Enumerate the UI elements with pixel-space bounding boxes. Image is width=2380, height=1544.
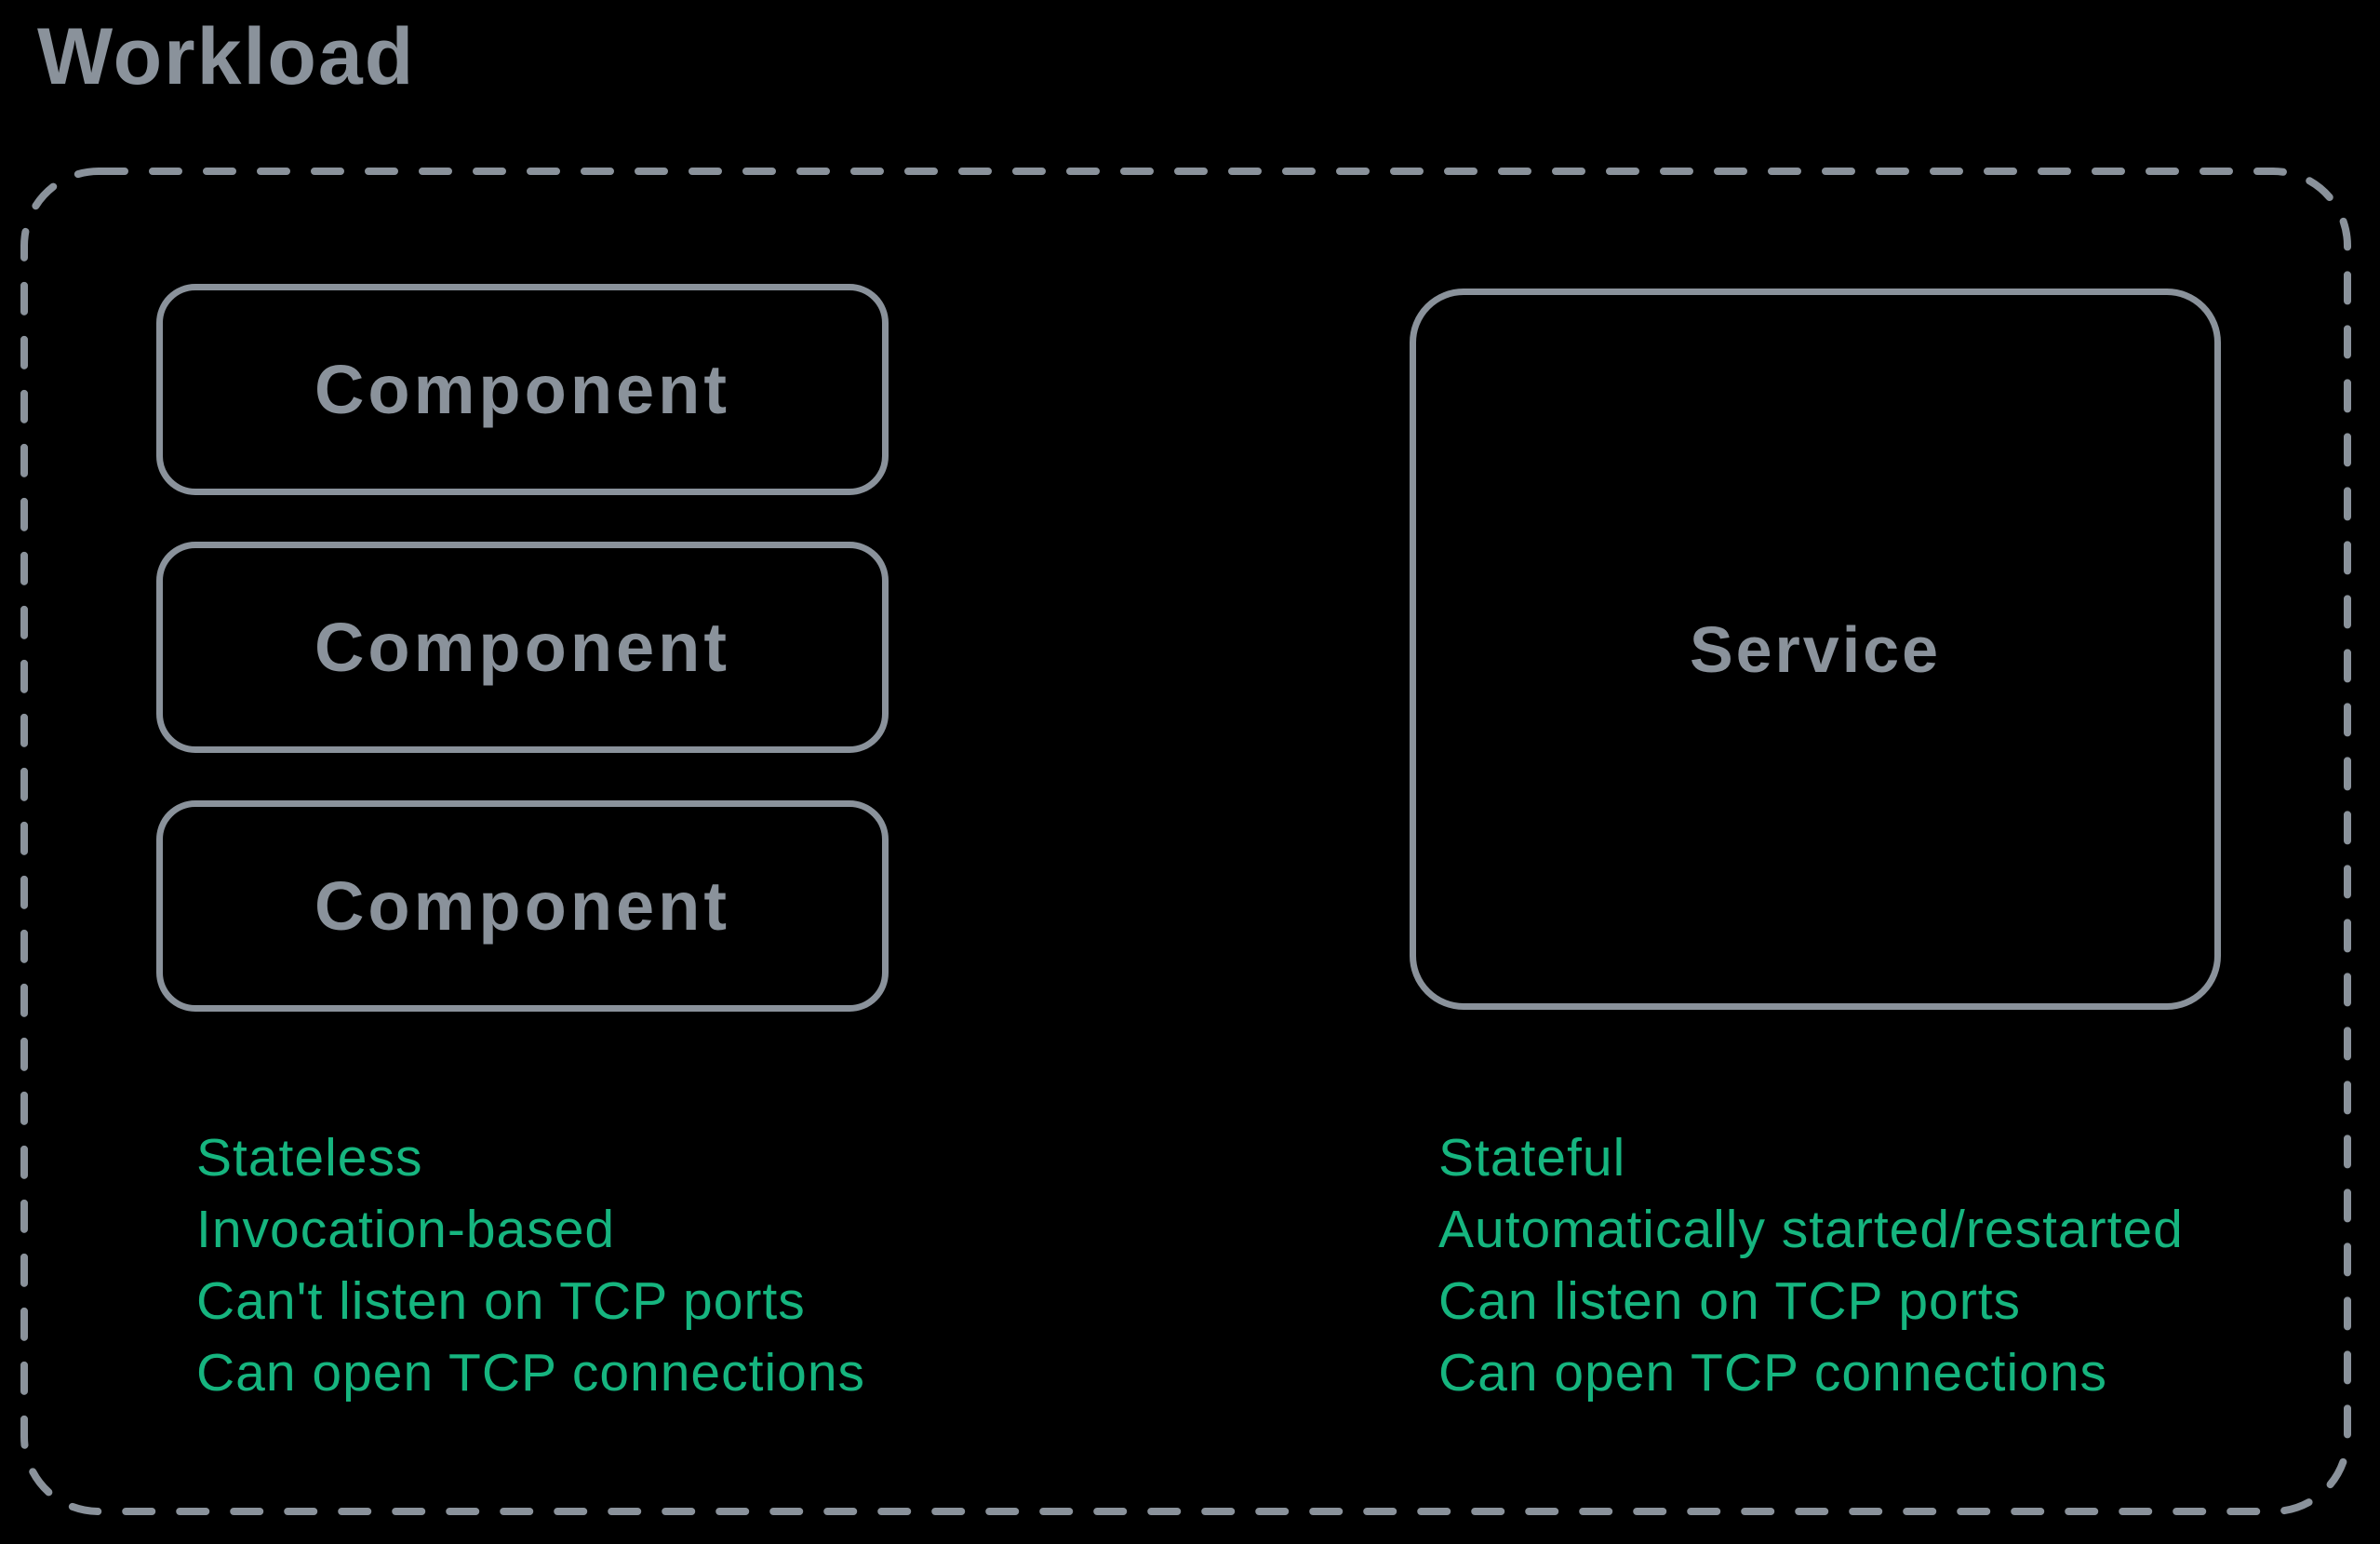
component-box-3: Component [156, 800, 889, 1012]
service-note-stateful: Stateful [1438, 1128, 1626, 1188]
component-note-cant-listen-tcp: Can't listen on TCP ports [196, 1271, 806, 1331]
component-note-stateless: Stateless [196, 1128, 423, 1188]
component-box-2: Component [156, 542, 889, 753]
component-note-invocation-based: Invocation-based [196, 1200, 616, 1259]
component-box-3-label: Component [314, 867, 731, 945]
service-notes-list: Stateful Automatically started/restarted… [1438, 1122, 2184, 1409]
component-box-1: Component [156, 284, 889, 495]
component-box-1-label: Component [314, 351, 731, 428]
service-note-auto-started: Automatically started/restarted [1438, 1200, 2184, 1259]
service-note-can-open-tcp: Can open TCP connections [1438, 1343, 2108, 1403]
component-box-2-label: Component [314, 609, 731, 686]
service-box: Service [1410, 289, 2221, 1010]
service-box-label: Service [1689, 612, 1942, 686]
workload-group-title: Workload [37, 12, 416, 101]
component-notes-list: Stateless Invocation-based Can't listen … [196, 1122, 865, 1409]
component-note-can-open-tcp: Can open TCP connections [196, 1343, 866, 1403]
service-note-can-listen-tcp: Can listen on TCP ports [1438, 1271, 2022, 1331]
